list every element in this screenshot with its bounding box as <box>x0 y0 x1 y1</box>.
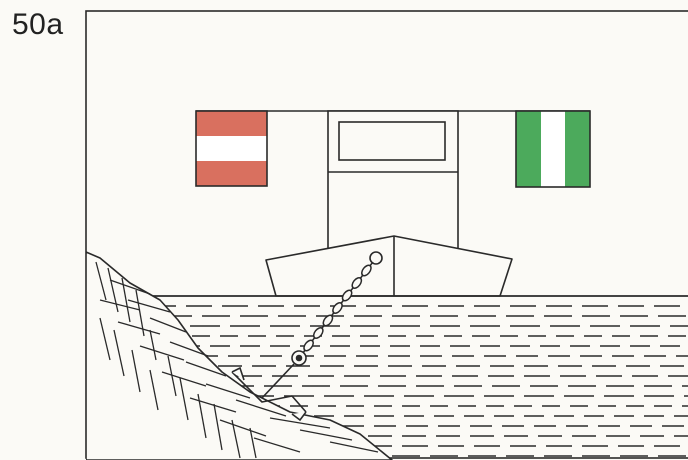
right-signboard <box>516 111 590 187</box>
chain-link <box>312 326 325 340</box>
right-signboard-stripe-middle <box>541 111 565 187</box>
right-signboard-stripe-right <box>565 111 590 187</box>
boat-icon <box>266 111 512 296</box>
left-signboard <box>196 111 267 186</box>
left-signboard-stripe-middle <box>196 136 267 161</box>
right-signboard-stripe-left <box>516 111 541 187</box>
left-signboard-stripe-bottom <box>196 161 267 186</box>
chain-link <box>302 339 315 353</box>
boat-hull <box>266 236 512 296</box>
boat-cabin <box>328 111 458 251</box>
chain-link <box>331 301 344 315</box>
left-signboard-stripe-top <box>196 111 267 136</box>
